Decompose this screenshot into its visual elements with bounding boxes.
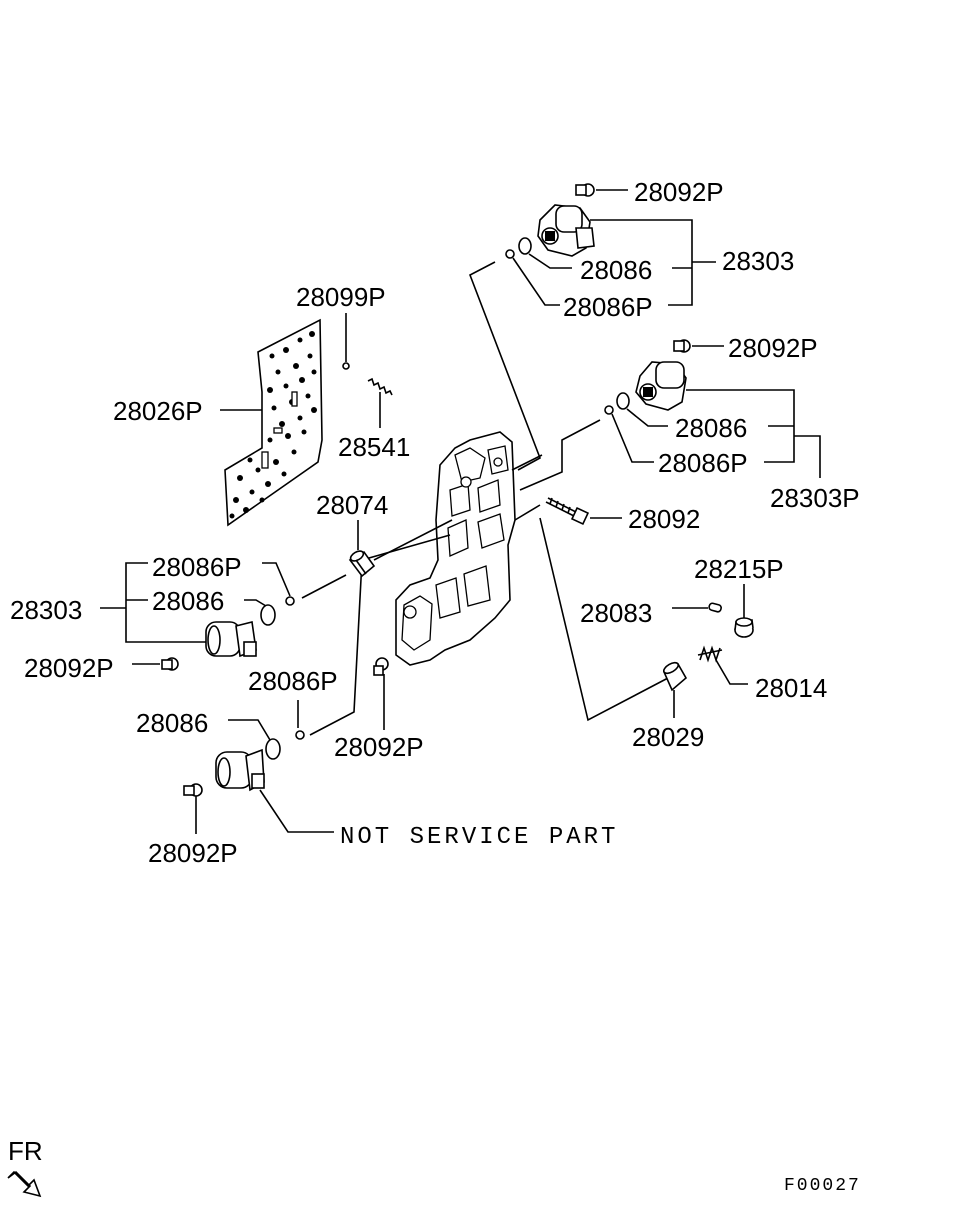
leader-left-oring: [244, 599, 267, 607]
leader-top-oring-p: [512, 257, 560, 306]
spring-28014: [697, 645, 723, 663]
label-top-bolt: 28092P: [634, 177, 724, 207]
figure-code: F00027: [784, 1176, 861, 1196]
leader-not-service: [259, 789, 334, 833]
explode-line-top: [468, 261, 541, 471]
leader-top-oring: [528, 253, 572, 269]
label-plate: 28026P: [113, 396, 203, 426]
label-pin: 28099P: [296, 282, 386, 312]
label-spring-28541: 28541: [338, 432, 410, 462]
label-top-oring-p: 28086P: [563, 292, 653, 322]
label-second-solenoid: 28303P: [770, 483, 860, 513]
label-sleeve: 28029: [632, 722, 704, 752]
leader-second-solenoid: [794, 435, 821, 478]
leader-second-oring: [626, 408, 668, 427]
left-solenoid-bolt: [161, 657, 179, 671]
spring-28541: [367, 377, 393, 396]
valve-28074: [348, 550, 376, 578]
top-oring-large: [518, 237, 532, 255]
label-pin-28083: 28083: [580, 598, 652, 628]
explode-line-lower: [309, 534, 451, 736]
front-arrow-icon: [7, 1170, 42, 1198]
pin-28099p: [342, 362, 350, 370]
top-oring-small: [505, 249, 515, 259]
explode-line-right: [539, 517, 669, 722]
body-bolt-28092: [545, 497, 590, 526]
sleeve-28029: [662, 661, 688, 692]
bracket-left-solenoid: [125, 562, 206, 643]
top-solenoid-bolt: [575, 183, 595, 197]
center-bolt: [373, 657, 389, 676]
second-oring-small: [604, 405, 614, 415]
second-solenoid-bolt: [673, 339, 691, 353]
explode-line-valve: [373, 519, 453, 561]
label-not-service: NOT SERVICE PART: [340, 824, 618, 851]
valve-body: [395, 431, 543, 666]
label-spring-28014: 28014: [755, 673, 827, 703]
explode-line-left: [301, 574, 347, 599]
direction-label: FR: [8, 1136, 43, 1166]
left-solenoid: [205, 621, 257, 658]
pin-28083: [708, 602, 722, 613]
leader-spring-28014: [715, 659, 748, 685]
label-top-oring: 28086: [580, 255, 652, 285]
leader-left-oring-p: [262, 562, 291, 597]
label-center-bolt: 28092P: [334, 732, 424, 762]
lower-solenoid: [215, 748, 265, 792]
center-oring-small: [295, 730, 305, 740]
lower-oring: [265, 738, 281, 760]
label-left-oring: 28086: [152, 586, 224, 616]
label-second-oring-p: 28086P: [658, 448, 748, 478]
label-lower-oring: 28086: [136, 708, 208, 738]
left-oring-small: [285, 596, 295, 606]
label-second-oring: 28086: [675, 413, 747, 443]
second-oring-large: [616, 392, 630, 410]
label-second-bolt: 28092P: [728, 333, 818, 363]
explode-line-second: [519, 419, 601, 491]
label-center-oring-p: 28086P: [248, 666, 338, 696]
separator-plate: [224, 318, 323, 527]
label-top-solenoid: 28303: [722, 246, 794, 276]
label-plug: 28215P: [694, 554, 784, 584]
plug-28215p: [734, 617, 754, 638]
leader-second-oring-p: [611, 413, 654, 463]
label-left-solenoid: 28303: [10, 595, 82, 625]
leader-lower-oring: [228, 719, 271, 741]
top-solenoid: [537, 204, 595, 257]
label-lower-bolt: 28092P: [148, 838, 238, 868]
lower-solenoid-bolt: [183, 783, 203, 797]
second-solenoid: [635, 361, 687, 411]
label-body-bolt: 28092: [628, 504, 700, 534]
label-valve: 28074: [316, 490, 388, 520]
left-oring-large: [260, 604, 276, 626]
label-left-oring-p: 28086P: [152, 552, 242, 582]
label-left-bolt: 28092P: [24, 653, 114, 683]
